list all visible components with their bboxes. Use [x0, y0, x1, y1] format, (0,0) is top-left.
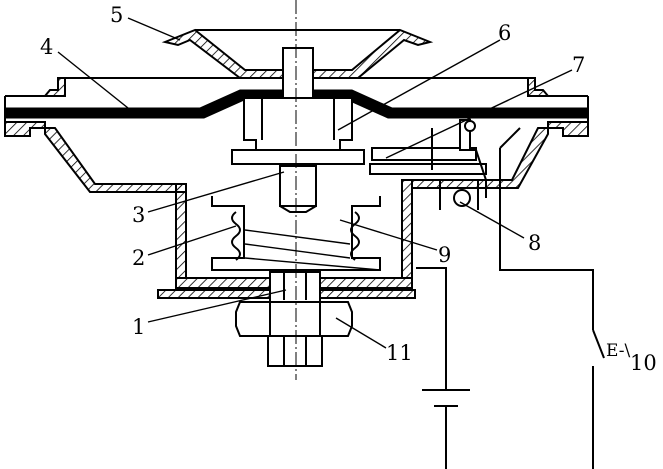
circuit-wiring — [416, 148, 605, 469]
lock-nut — [235, 301, 353, 367]
switch-symbol: E-\ — [606, 341, 630, 361]
part-labels: 5 4 6 7 3 8 2 9 1 11 10 E-\ — [40, 3, 657, 375]
label-10: 10 — [630, 351, 657, 375]
label-8: 8 — [528, 231, 541, 255]
label-6: 6 — [498, 21, 511, 45]
label-1: 1 — [132, 315, 145, 339]
label-9: 9 — [438, 243, 451, 267]
label-3: 3 — [132, 203, 145, 227]
label-11: 11 — [386, 341, 413, 365]
contact-assembly — [369, 119, 521, 210]
diaphragm — [4, 89, 589, 119]
label-4: 4 — [40, 35, 53, 59]
label-5: 5 — [110, 3, 123, 27]
spring — [231, 211, 381, 271]
plunger — [231, 97, 365, 165]
label-7: 7 — [572, 53, 585, 77]
label-2: 2 — [132, 246, 145, 270]
leader-lines — [57, 17, 573, 349]
